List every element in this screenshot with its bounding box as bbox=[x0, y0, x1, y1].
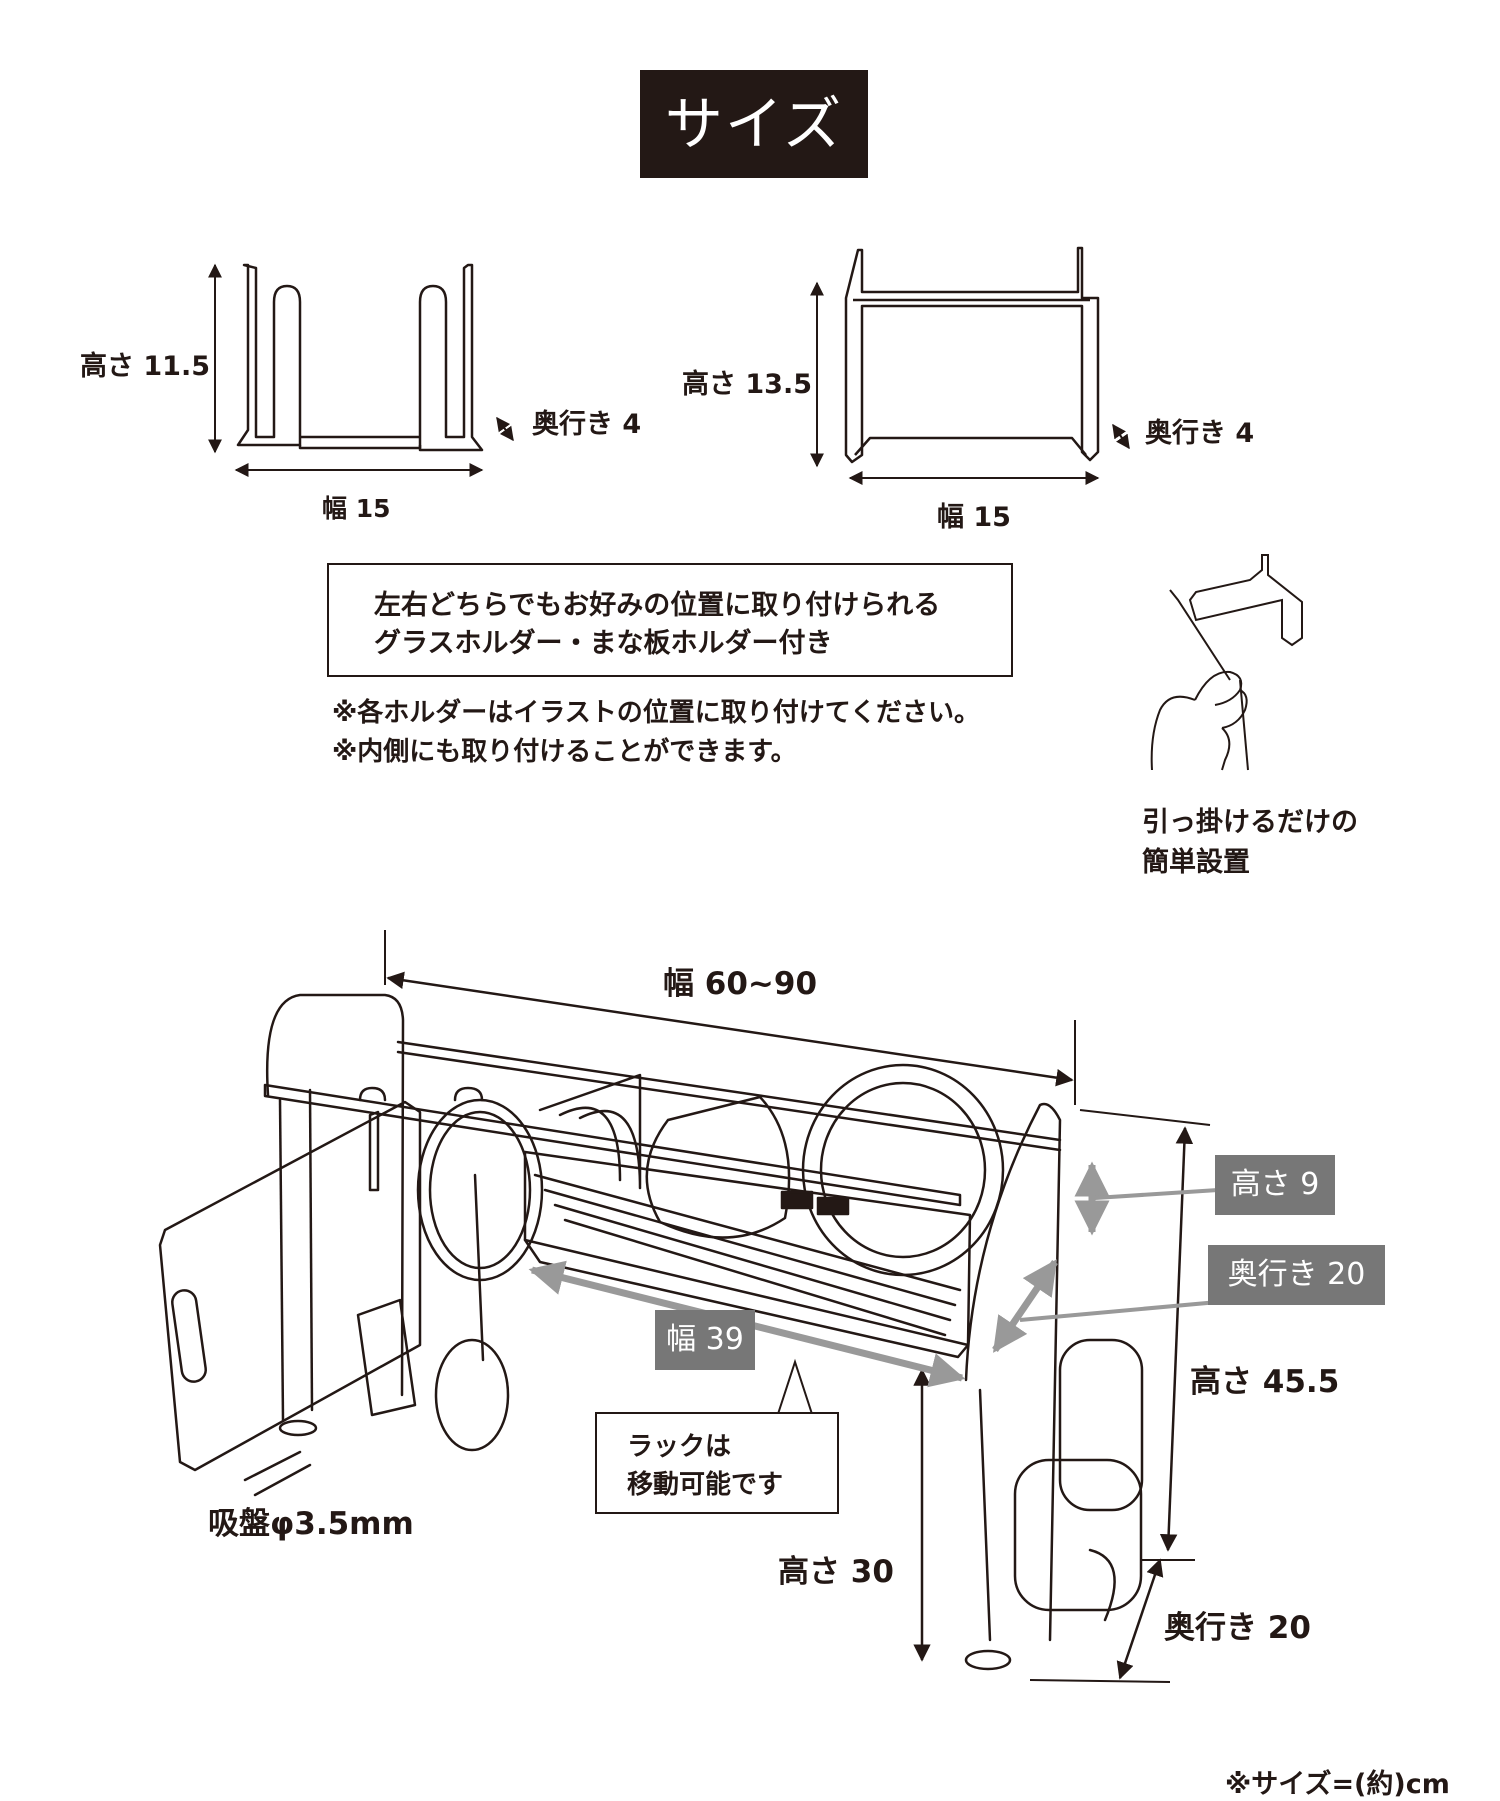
board-height-label: 高さ 13.5 bbox=[682, 369, 813, 400]
board-depth-label: 奥行き 4 bbox=[1145, 418, 1255, 449]
board-width-label: 幅 15 bbox=[937, 502, 1011, 533]
board-depth-arrow bbox=[1112, 423, 1130, 450]
rack-drawing bbox=[158, 993, 1144, 1671]
install-line-2: 簡単設置 bbox=[1142, 847, 1250, 878]
glass-width-label: 幅 15 bbox=[322, 494, 391, 523]
movable-line-2: 移動可能です bbox=[627, 1470, 784, 1500]
page-title: サイズ bbox=[640, 70, 868, 178]
shelf-depth-arrow bbox=[992, 1259, 1058, 1353]
glass-height-label: 高さ 11.5 bbox=[80, 351, 211, 382]
movable-line-1: ラックは bbox=[627, 1432, 732, 1462]
movable-callout: ラックは 移動可能です bbox=[595, 1412, 839, 1514]
note-1: ※各ホルダーはイラストの位置に取り付けてください。 bbox=[332, 698, 980, 728]
total-height-label: 高さ 45.5 bbox=[1190, 1364, 1340, 1400]
base-depth-label: 奥行き 20 bbox=[1164, 1610, 1311, 1646]
suction-cup-label: 吸盤φ3.5mm bbox=[208, 1506, 414, 1542]
hand-install-drawing bbox=[1150, 554, 1303, 771]
feature-line-2: グラスホルダー・まな板ホルダー付き bbox=[374, 628, 833, 659]
shelf-depth-tag: 奥行き 20 bbox=[1208, 1245, 1385, 1305]
feature-box: 左右どちらでもお好みの位置に取り付けられる グラスホルダー・まな板ホルダー付き bbox=[327, 563, 1013, 677]
shelf-height-tag: 高さ 9 bbox=[1215, 1155, 1335, 1215]
leg-height-label: 高さ 30 bbox=[778, 1554, 894, 1590]
shelf-width-tag: 幅 39 bbox=[655, 1310, 755, 1370]
feature-line-1: 左右どちらでもお好みの位置に取り付けられる bbox=[374, 590, 941, 621]
size-unit-note: ※サイズ=(約)cm bbox=[1225, 1769, 1450, 1800]
base-depth-arrow bbox=[1116, 1558, 1164, 1680]
glass-depth-arrow bbox=[496, 416, 514, 442]
glass-depth-label: 奥行き 4 bbox=[532, 409, 642, 440]
rack-width-label: 幅 60~90 bbox=[663, 966, 818, 1002]
rack-width-arrow bbox=[386, 971, 1074, 1087]
install-line-1: 引っ掛けるだけの bbox=[1142, 807, 1358, 838]
total-height-arrow bbox=[1159, 1126, 1194, 1552]
glass-holder-drawing bbox=[236, 263, 484, 452]
board-holder-drawing bbox=[844, 246, 1100, 464]
note-2: ※内側にも取り付けることができます。 bbox=[332, 737, 797, 767]
